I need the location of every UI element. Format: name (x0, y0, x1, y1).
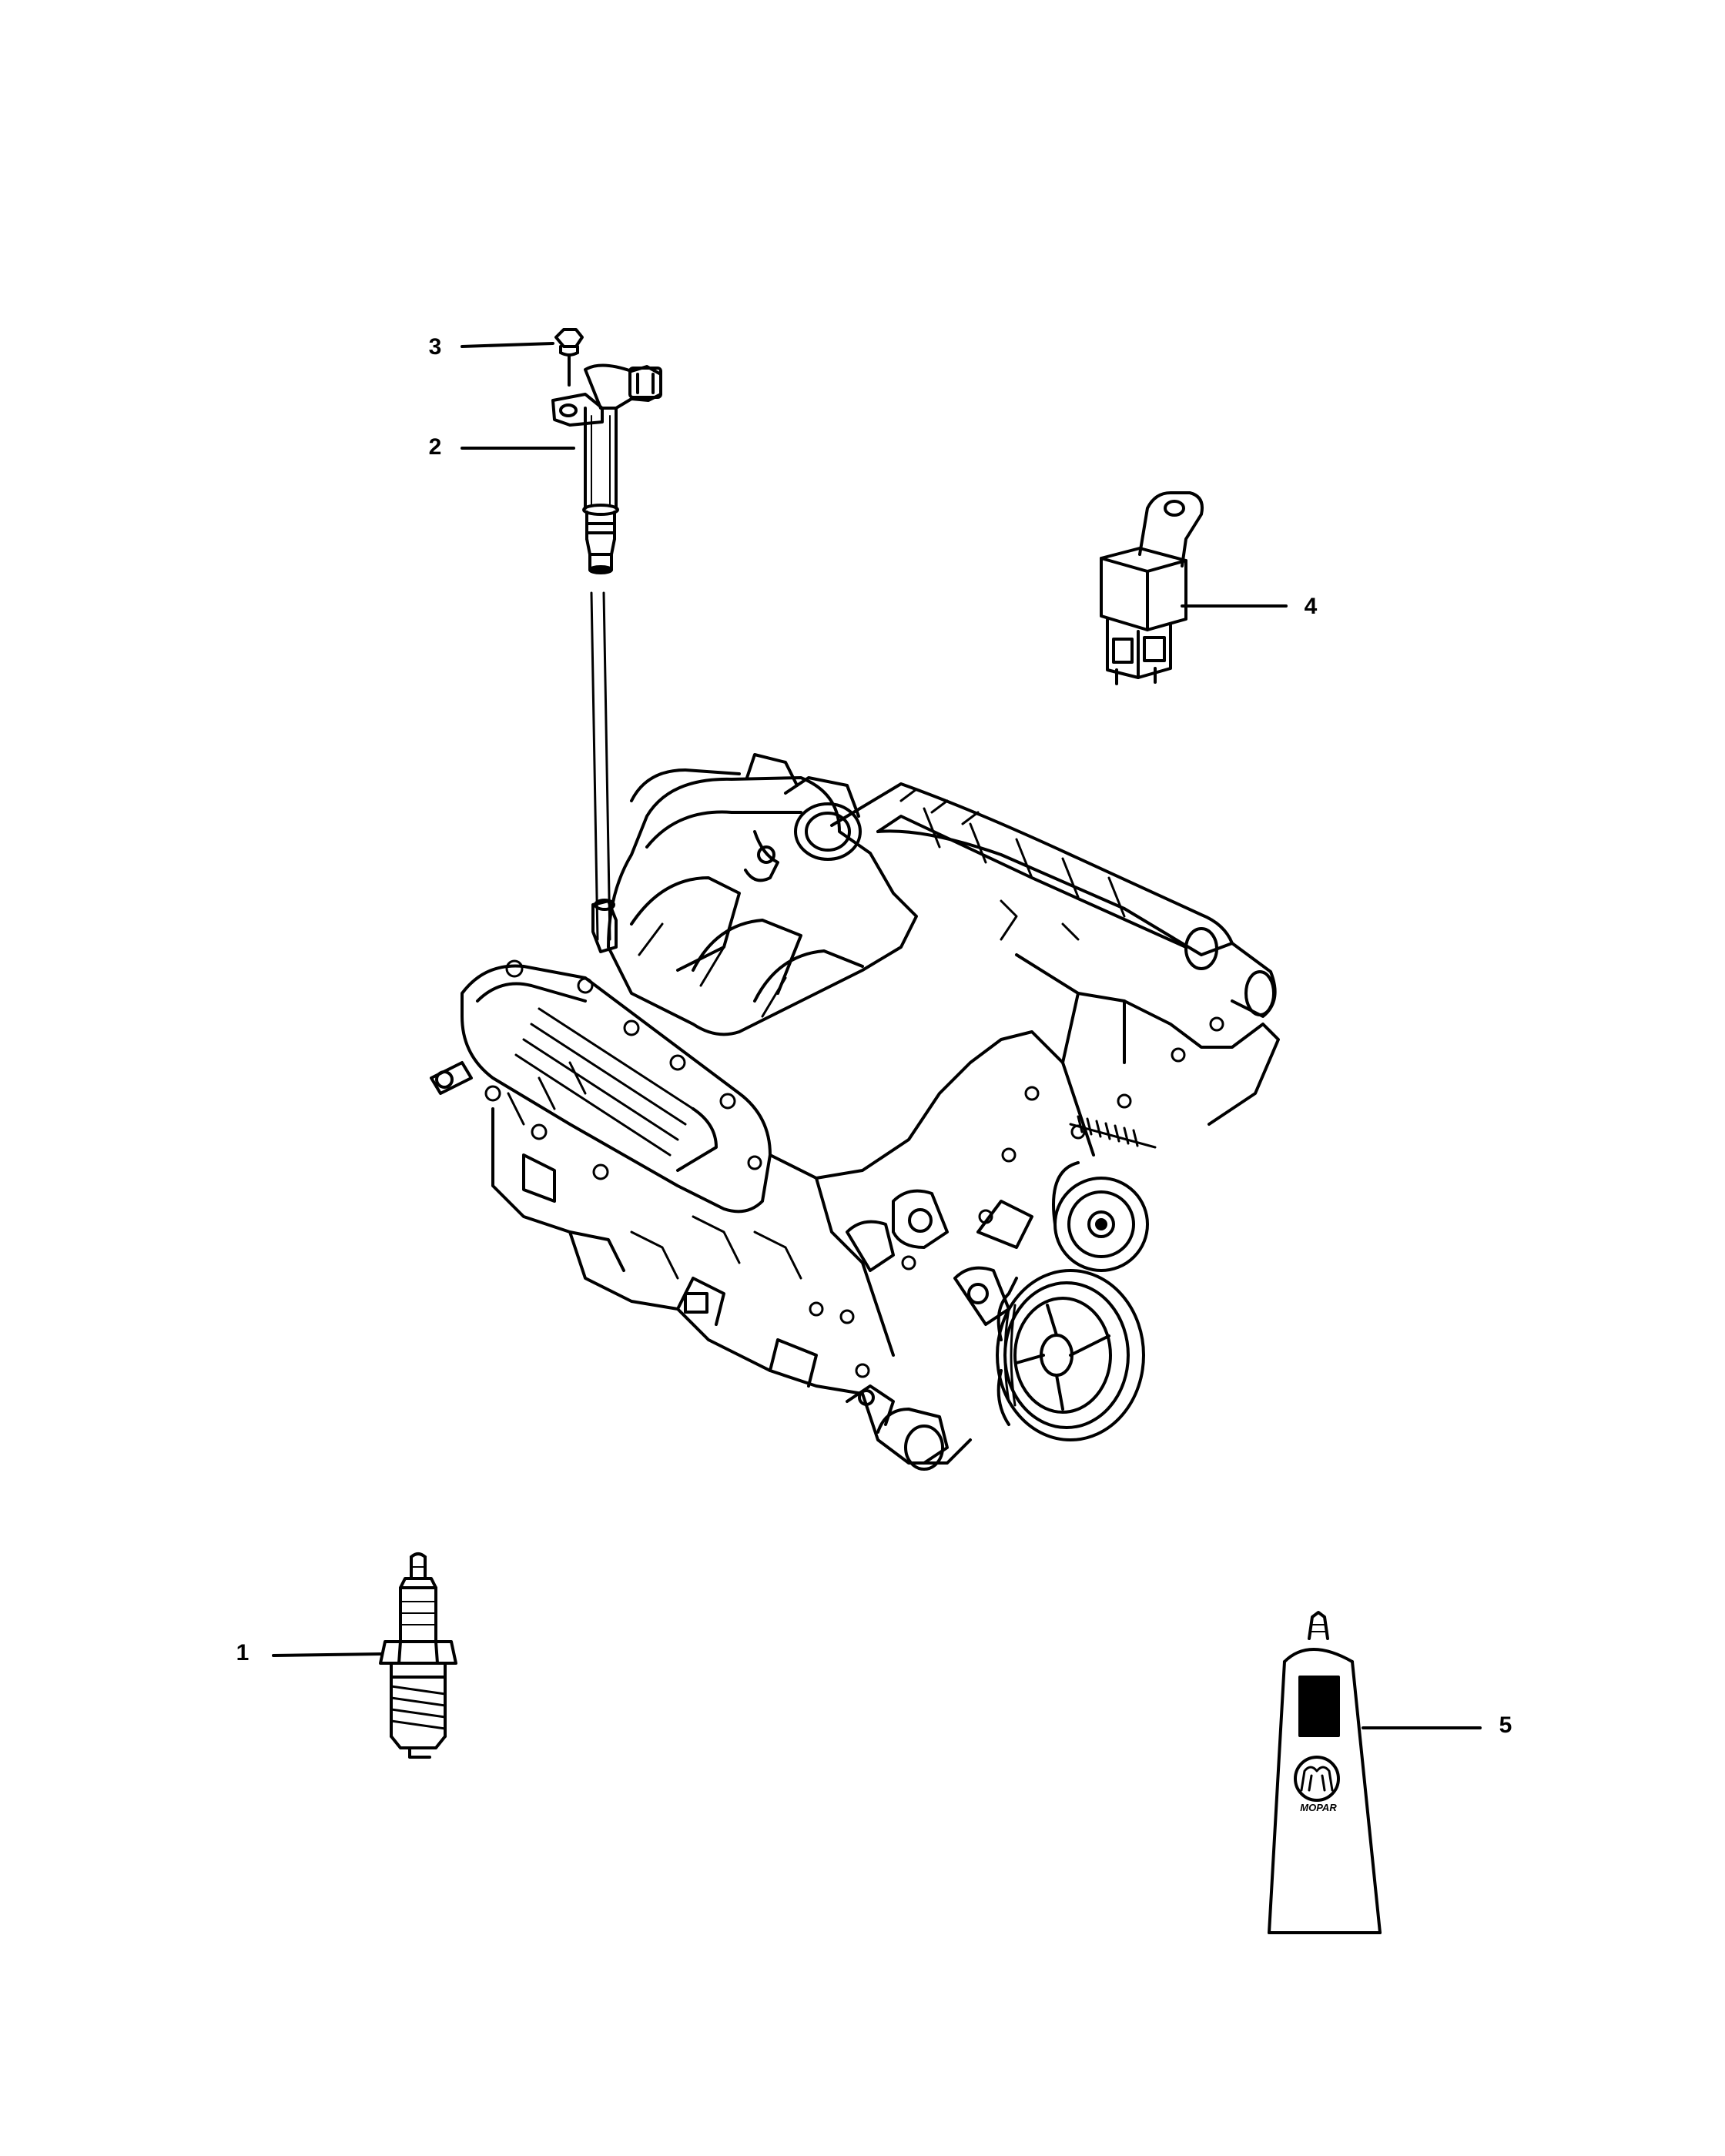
callout-label-4: 4 (1304, 594, 1318, 619)
callout-label-5: 5 (1499, 1712, 1512, 1738)
ignition-coil-icon (551, 363, 662, 574)
callout-label-2: 2 (428, 434, 442, 460)
spark-plug-icon (379, 1552, 457, 1759)
tube-logo-text: MOPAR (1300, 1802, 1337, 1813)
coil-nut-icon (554, 328, 584, 387)
engine-assembly-icon (430, 753, 1280, 1471)
callout-label-3: 3 (428, 334, 442, 360)
leader-line-3 (461, 342, 554, 348)
callout-label-1: 1 (236, 1640, 250, 1666)
relay-icon (1100, 491, 1204, 685)
installation-guide-lines (590, 591, 611, 941)
leader-lines (272, 342, 1482, 1729)
leader-line-1 (272, 1652, 383, 1657)
lubricant-tube-icon (1268, 1611, 1382, 1934)
